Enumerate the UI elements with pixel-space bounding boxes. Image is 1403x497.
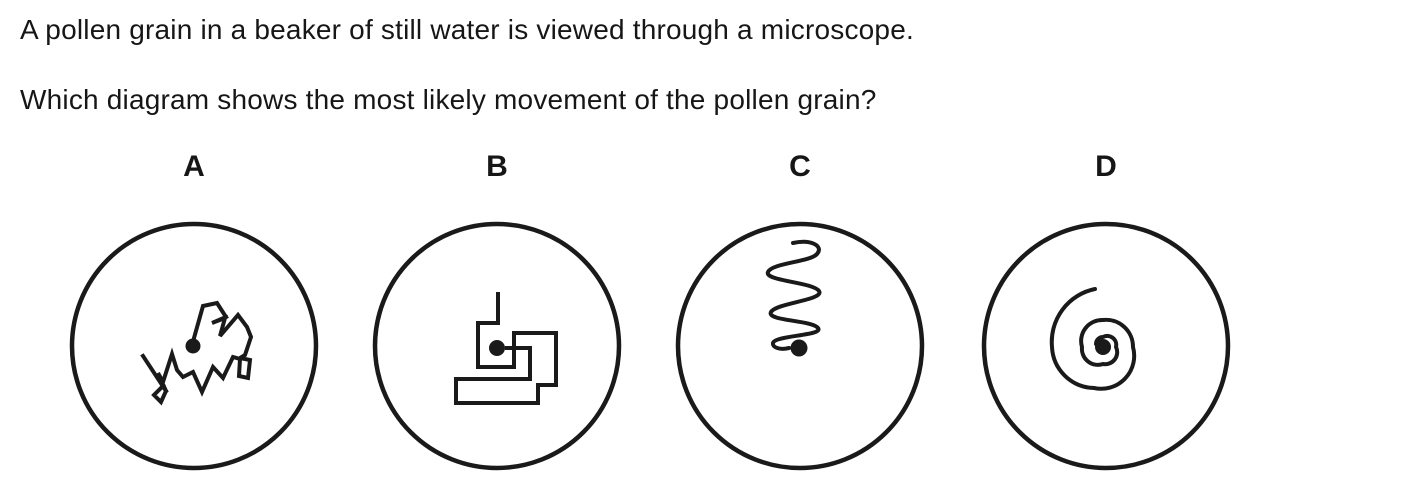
motion-path-random-zigzag — [151, 300, 254, 406]
pollen-grain-dot — [489, 340, 505, 356]
motion-path-vertical-wave — [766, 239, 822, 351]
question-prompt: Which diagram shows the most likely move… — [20, 84, 877, 115]
pollen-grain-dot — [790, 339, 808, 357]
diagram-d-spiral — [981, 221, 1231, 471]
microscope-field-circle — [675, 221, 925, 471]
option-a-label: A — [183, 150, 205, 183]
microscope-field-circle — [981, 221, 1231, 471]
pollen-grain-dot — [1095, 339, 1111, 355]
diagram-b-rectangular-steps — [372, 221, 622, 471]
motion-path-spiral — [1049, 287, 1137, 391]
option-c-label: C — [789, 150, 811, 183]
motion-path-rectangular-steps — [454, 292, 558, 405]
answer-option-a[interactable]: A — [69, 150, 319, 475]
motion-path-crossing-stroke — [140, 353, 169, 394]
answer-option-d[interactable]: D — [981, 150, 1231, 475]
microscope-field-circle — [372, 221, 622, 471]
diagram-c-vertical-wave — [675, 221, 925, 471]
answer-option-b[interactable]: B — [372, 150, 622, 475]
question-statement: A pollen grain in a beaker of still wate… — [20, 14, 914, 45]
pollen-grain-dot — [185, 338, 201, 354]
option-b-label: B — [486, 150, 508, 183]
diagram-a-random-zigzag — [69, 221, 319, 471]
microscope-field-circle — [69, 221, 319, 471]
option-d-label: D — [1095, 150, 1117, 183]
answer-option-c[interactable]: C — [675, 150, 925, 475]
